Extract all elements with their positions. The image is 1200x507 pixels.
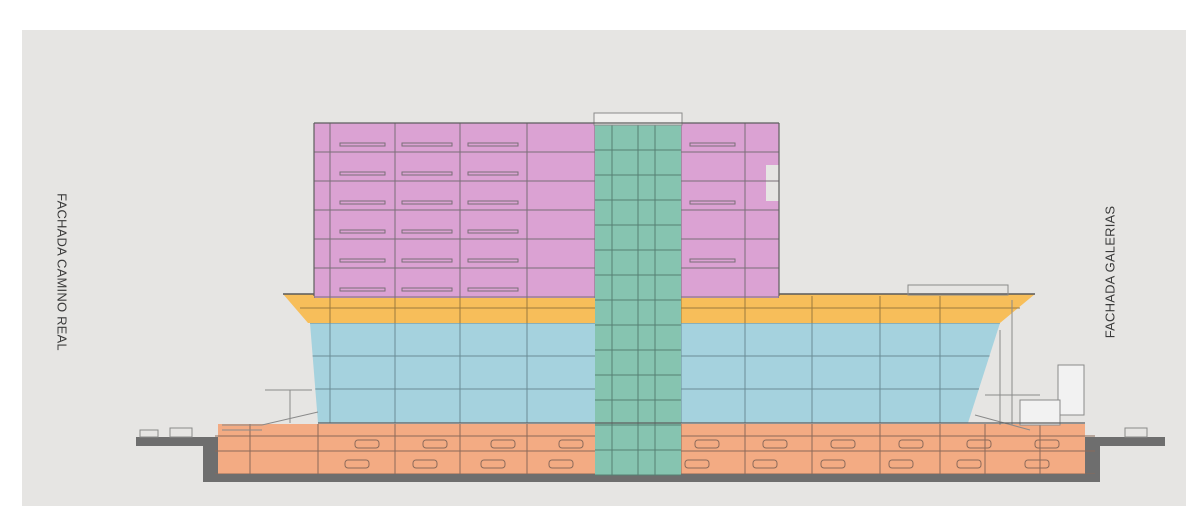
vertical-core	[593, 112, 683, 476]
floor-slab-lines	[313, 122, 1085, 424]
left-access-details	[139, 389, 1148, 438]
right-annex	[907, 284, 1085, 431]
office-levels	[314, 123, 780, 298]
facade-label-camino-real: FACHADA CAMINO REAL	[54, 193, 70, 351]
ground-structure	[136, 437, 1165, 482]
facade-label-galerias: FACHADA GALERIAS	[1102, 205, 1118, 339]
